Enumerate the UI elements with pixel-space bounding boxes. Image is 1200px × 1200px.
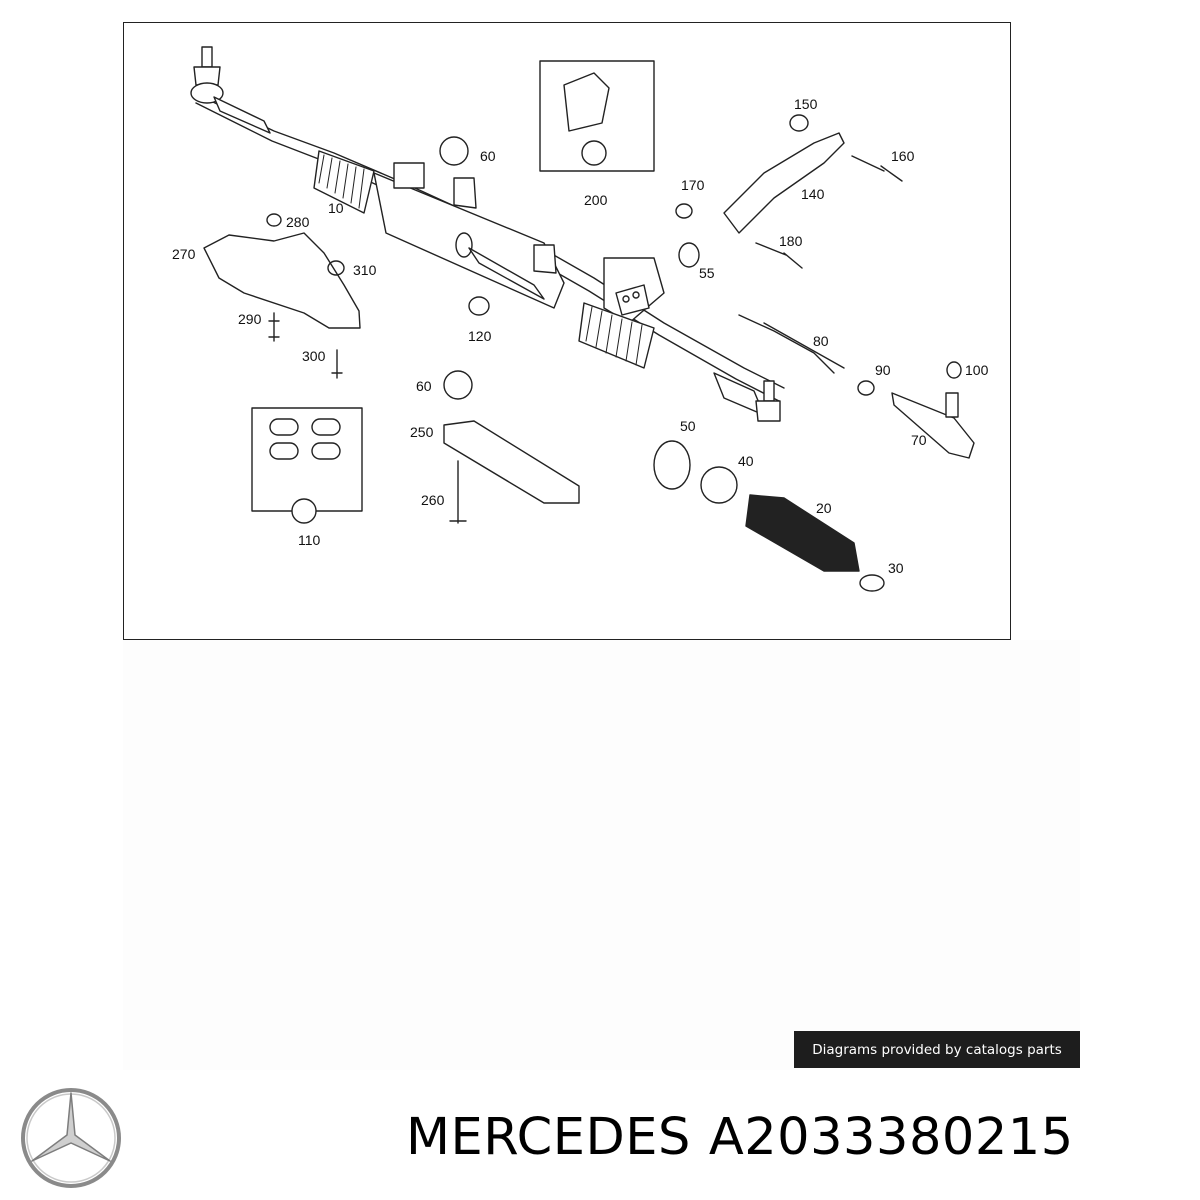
callout-55: 55 — [699, 265, 715, 281]
callout-290: 290 — [238, 311, 262, 327]
mercedes-star-logo-icon — [21, 1088, 121, 1188]
callout-60-bottom: 60 — [416, 378, 432, 394]
nut-280-icon — [266, 213, 282, 227]
callout-170: 170 — [681, 177, 705, 193]
callout-50: 50 — [680, 418, 696, 434]
callout-200: 200 — [584, 192, 608, 208]
callout-180: 180 — [779, 233, 803, 249]
wrench-icon — [581, 140, 607, 166]
callout-280: 280 — [286, 214, 310, 230]
callout-60-top: 60 — [480, 148, 496, 164]
callout-100: 100 — [965, 362, 989, 378]
callout-70: 70 — [911, 432, 927, 448]
blank-area — [123, 640, 1080, 1070]
steering-rack-assembly — [190, 46, 785, 422]
callout-260: 260 — [421, 492, 445, 508]
callout-90: 90 — [875, 362, 891, 378]
callout-270: 270 — [172, 246, 196, 262]
callout-160: 160 — [891, 148, 915, 164]
callout-250: 250 — [410, 424, 434, 440]
part-title: MERCEDES A2033380215 — [406, 1108, 1092, 1178]
part-number: A2033380215 — [708, 1108, 1074, 1167]
parts-diagram-panel: 10 20 30 40 50 55 60 60 70 80 90 100 110… — [123, 22, 1011, 640]
callout-120: 120 — [468, 328, 492, 344]
callout-310: 310 — [353, 262, 377, 278]
steering-rack-exploded-diagram: 10 20 30 40 50 55 60 60 70 80 90 100 110… — [172, 46, 989, 592]
credit-banner: Diagrams provided by catalogs parts — [794, 1031, 1080, 1068]
callout-40: 40 — [738, 453, 754, 469]
callout-20: 20 — [816, 500, 832, 516]
callout-80: 80 — [813, 333, 829, 349]
seal-kit-detail-box — [251, 407, 363, 512]
brand-name: MERCEDES — [406, 1108, 691, 1167]
callout-150: 150 — [794, 96, 818, 112]
callout-30: 30 — [888, 560, 904, 576]
callout-140: 140 — [801, 186, 825, 202]
callout-300: 300 — [302, 348, 326, 364]
callout-110: 110 — [298, 532, 321, 548]
callout-10: 10 — [328, 200, 344, 216]
